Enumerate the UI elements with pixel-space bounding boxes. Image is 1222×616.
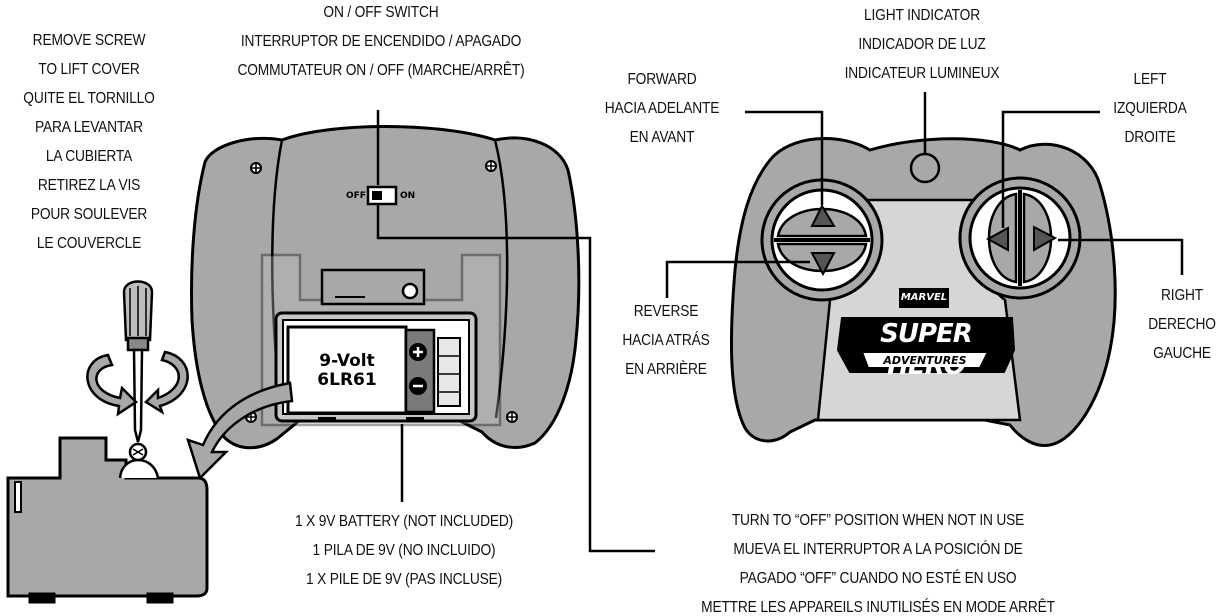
left-leader <box>1001 110 1100 228</box>
battery-terminal-block <box>404 328 436 414</box>
on-off-switch-label: ON / OFF SWITCH INTERRUPTOR DE ENCENDIDO… <box>237 4 525 79</box>
adventures-subtitle: ADVENTURES <box>883 354 967 367</box>
battery-voltage: 9-Volt <box>319 351 375 371</box>
marvel-brand: MARVEL <box>900 292 948 303</box>
left-label: LEFT IZQUIERDA DROITE <box>1113 71 1187 146</box>
light-indicator-label: LIGHT INDICATOR INDICADOR DE LUZ INDICAT… <box>844 7 1000 82</box>
battery-model: 6LR61 <box>317 370 377 390</box>
battery-9v <box>286 325 408 415</box>
battery-label: 1 X 9V BATTERY (NOT INCLUDED) 1 PILA DE … <box>294 513 514 588</box>
right-leader <box>1058 238 1184 275</box>
battery-cover <box>6 436 209 604</box>
curved-arrow-icon <box>186 381 294 481</box>
remote-back <box>190 125 581 450</box>
left-arrow-icon[interactable] <box>985 226 1009 252</box>
turn-off-label: TURN TO “OFF” POSITION WHEN NOT IN USE M… <box>701 512 1055 616</box>
battery-print: 9-Volt 6LR61 <box>292 352 402 390</box>
battery-door-screw-hole <box>401 282 419 300</box>
reverse-leader <box>665 260 810 298</box>
forward-label: FORWARD HACIA ADELANTE EN AVANT <box>604 71 720 146</box>
reverse-label: REVERSE HACIA ATRÁS EN ARRIÈRE <box>622 303 710 378</box>
remove-screw-label: REMOVE SCREW TO LIFT COVER QUITE EL TORN… <box>23 32 155 252</box>
screw-holes <box>245 160 518 423</box>
leader-lines <box>376 92 1184 553</box>
switch-off-label: OFF <box>346 191 366 201</box>
switch-off-leader <box>376 204 655 553</box>
forward-leader <box>745 110 824 205</box>
reverse-arrow-icon[interactable] <box>810 252 836 277</box>
light-indicator-lens <box>909 152 941 184</box>
forward-arrow-icon[interactable] <box>810 203 836 227</box>
rotate-arrow-icon <box>86 350 189 417</box>
right-label: RIGHT DERECHO GAUCHE <box>1148 287 1216 362</box>
switch-on-label: ON <box>400 191 416 201</box>
right-arrow-icon[interactable] <box>1033 225 1058 252</box>
remote-front <box>729 137 1117 448</box>
battery-contacts <box>437 337 461 407</box>
screwdriver-icon <box>122 280 154 443</box>
marvel-logo-box <box>899 288 949 308</box>
super-hero-title: SUPER HERO <box>880 319 973 381</box>
